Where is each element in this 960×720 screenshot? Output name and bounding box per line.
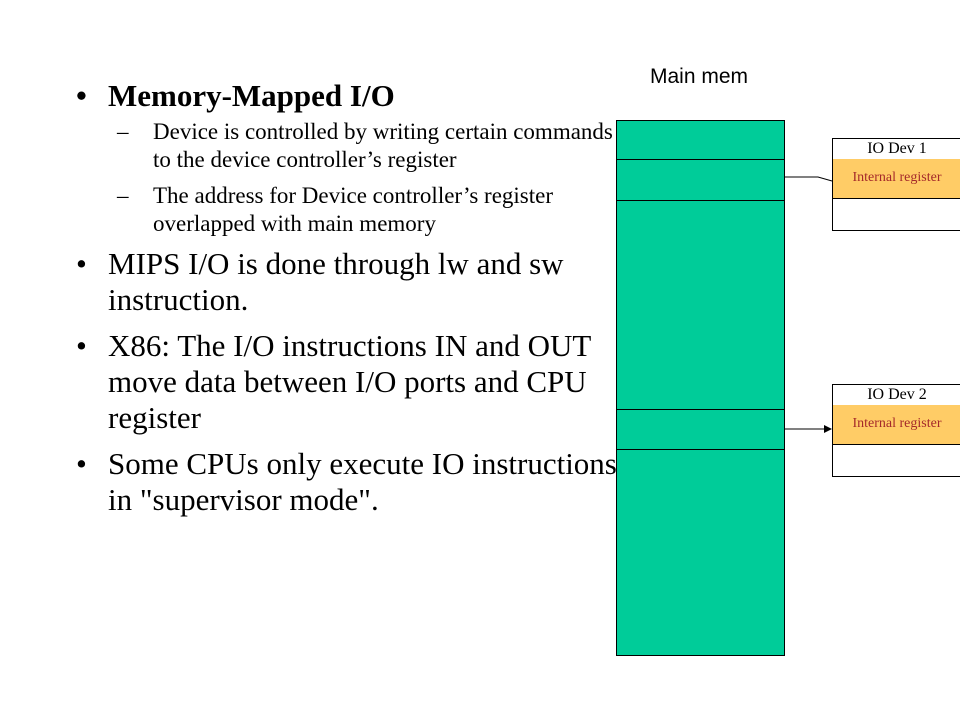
bullet-memory-mapped-io: • Memory-Mapped I/O – Device is controll… xyxy=(76,78,621,238)
sub-bullet-list: – Device is controlled by writing certai… xyxy=(108,118,621,238)
bullet-supervisor-mode: • Some CPUs only execute IO instructions… xyxy=(76,446,621,518)
internal-register: Internal register xyxy=(833,405,960,445)
sub-bullet-text: Device is controlled by writing certain … xyxy=(153,119,613,172)
sub-bullet-device-control: – Device is controlled by writing certai… xyxy=(108,118,623,174)
io-device-2: IO Dev 2 Internal register xyxy=(832,384,960,477)
connector-line-dev1 xyxy=(785,176,833,182)
sub-bullet-dash: – xyxy=(117,119,129,144)
bullet-dot: • xyxy=(76,328,87,363)
internal-register: Internal register xyxy=(833,159,960,199)
io-device-title: IO Dev 2 xyxy=(833,385,960,406)
bullet-dot: • xyxy=(76,446,87,481)
main-mem-label: Main mem xyxy=(650,65,749,88)
main-memory-divider xyxy=(616,449,785,450)
main-memory-divider xyxy=(616,200,785,201)
bullet-text: X86: The I/O instructions IN and OUT mov… xyxy=(108,328,591,435)
sub-bullet-text: The address for Device controller’s regi… xyxy=(153,183,553,236)
sub-bullet-dash: – xyxy=(117,183,129,208)
bullet-mips-io: • MIPS I/O is done through lw and sw ins… xyxy=(76,246,621,318)
bullet-dot: • xyxy=(76,78,87,113)
bullet-text: Some CPUs only execute IO instructions i… xyxy=(108,446,617,517)
bullet-dot: • xyxy=(76,246,87,281)
io-device-1: IO Dev 1 Internal register xyxy=(832,138,960,231)
sub-bullet-address-overlap: – The address for Device controller’s re… xyxy=(108,182,623,238)
bullet-heading: Memory-Mapped I/O xyxy=(108,78,395,113)
main-memory-divider xyxy=(616,409,785,410)
main-memory-divider xyxy=(616,159,785,160)
bullet-list: • Memory-Mapped I/O – Device is controll… xyxy=(76,78,621,528)
bullet-x86-io: • X86: The I/O instructions IN and OUT m… xyxy=(76,328,621,436)
io-device-title: IO Dev 1 xyxy=(833,139,960,160)
main-memory-block xyxy=(616,120,785,656)
bullet-text: MIPS I/O is done through lw and sw instr… xyxy=(108,246,564,317)
arrowhead-icon xyxy=(824,425,832,433)
